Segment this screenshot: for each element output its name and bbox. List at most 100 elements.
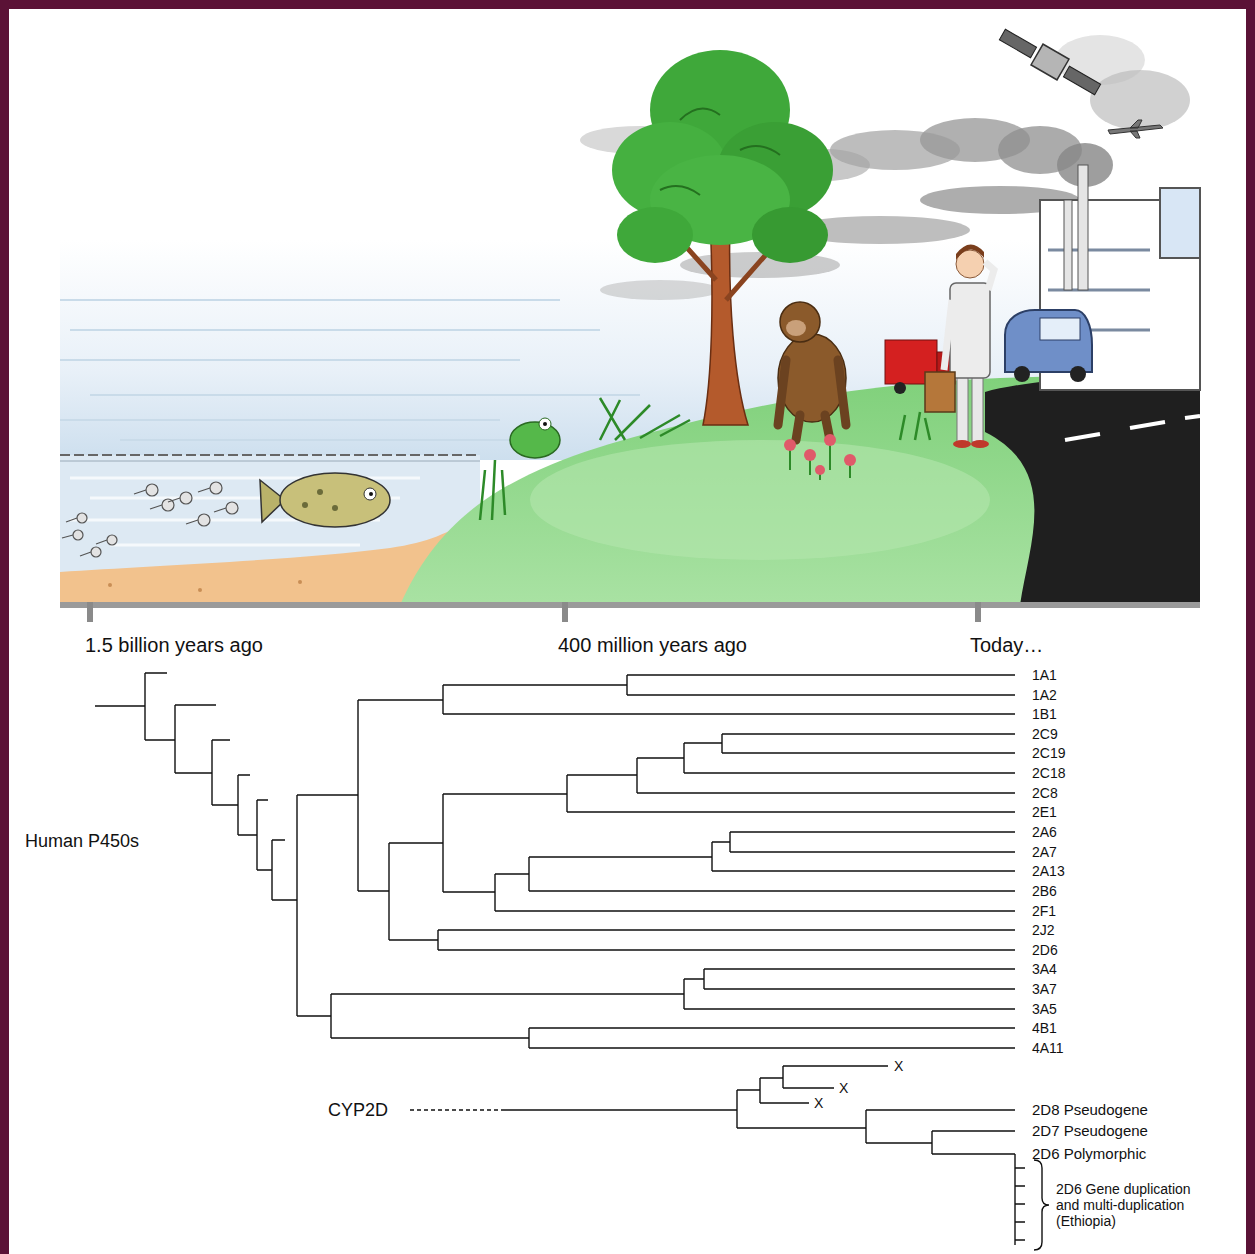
fish-part <box>364 488 376 500</box>
plants-part <box>480 398 930 520</box>
gene-label: 3A4 <box>1032 961 1057 977</box>
plants <box>480 398 930 520</box>
gene-label: 2C19 <box>1032 745 1065 761</box>
tadpoles-part <box>91 547 101 557</box>
gene-label: 1A2 <box>1032 687 1057 703</box>
tree-branches <box>95 673 1015 1048</box>
gene-label: 2B6 <box>1032 883 1057 899</box>
car-part <box>1014 366 1030 382</box>
tadpoles <box>62 482 238 557</box>
gene-label: 4A11 <box>1032 1040 1064 1056</box>
businessman-part <box>953 440 971 448</box>
factory-part <box>1064 200 1072 290</box>
timeline-bar <box>60 602 1200 622</box>
tree-illustration-part <box>703 220 748 425</box>
businessman-part <box>971 440 989 448</box>
extinct-mark: X <box>839 1080 848 1096</box>
businessman-part <box>957 370 968 442</box>
tree-illustration-part <box>680 240 770 300</box>
tree-branches-part <box>684 969 1015 1009</box>
smoke-part <box>600 280 720 300</box>
hill-part <box>530 440 990 560</box>
tree-branches-part <box>443 675 1015 714</box>
tadpoles-part <box>198 514 210 526</box>
car-part <box>1070 366 1086 382</box>
businessman <box>925 244 994 448</box>
frog-part <box>539 418 551 430</box>
flowers-part <box>804 449 816 461</box>
time-label: 400 million years ago <box>558 634 747 657</box>
businessman-part <box>950 283 990 378</box>
gene-label: 2C8 <box>1032 785 1058 801</box>
timeline-bar-part <box>87 602 93 622</box>
tree-illustration-part <box>660 109 780 195</box>
time-label: 1.5 billion years ago <box>85 634 263 657</box>
ape <box>778 302 846 440</box>
cyp2d-branches-part <box>1034 1160 1049 1250</box>
businessman-part <box>972 370 983 442</box>
tadpoles-part <box>180 492 192 504</box>
fish-part <box>369 492 373 496</box>
tadpoles-part <box>226 502 238 514</box>
tadpoles-part <box>210 482 222 494</box>
frog-part <box>543 422 547 426</box>
sky <box>60 20 1200 605</box>
gene-label: 2A6 <box>1032 824 1057 840</box>
timeline-bar-part <box>60 602 1200 608</box>
extinct-mark: X <box>814 1095 823 1111</box>
sand-part <box>198 588 202 592</box>
tadpoles-part <box>146 484 158 496</box>
gene-label: 2J2 <box>1032 922 1055 938</box>
flowers-part <box>790 440 850 480</box>
tree-branches-part <box>95 673 297 900</box>
tree-branches-part <box>297 795 358 1016</box>
flowers-part <box>824 434 836 446</box>
satellite-part <box>1031 44 1069 80</box>
timeline-bar-part <box>562 602 568 622</box>
water-part <box>60 461 480 462</box>
car-part <box>1040 318 1080 340</box>
car-part <box>1005 310 1092 372</box>
cyp2d-branches-part <box>1015 1154 1025 1245</box>
gene-label: 4B1 <box>1032 1020 1057 1036</box>
factory-part <box>1078 165 1088 290</box>
gene-label: 1B1 <box>1032 706 1057 722</box>
flowers <box>784 434 856 480</box>
extinct-mark: X <box>894 1058 903 1074</box>
factory-part <box>1160 188 1200 258</box>
satellite-part <box>1063 66 1100 94</box>
ape-part <box>786 320 806 336</box>
tree-branches-part <box>495 832 1015 911</box>
gene-label: 2D6 Polymorphic <box>1032 1145 1146 1162</box>
timeline-bar-part <box>975 602 981 622</box>
tree-illustration-part <box>752 207 828 263</box>
businessman-part <box>944 300 952 370</box>
gene-label: 3A7 <box>1032 981 1057 997</box>
sky-part <box>60 300 640 440</box>
cyp2d-branches-part <box>410 1109 505 1110</box>
gene-label: 2D6 <box>1032 942 1058 958</box>
frog <box>510 418 560 458</box>
tree-branches-part <box>331 994 1015 1048</box>
fish-part <box>317 489 323 495</box>
tree-branches-part <box>389 843 1015 950</box>
note-label: 2D6 Gene duplication and multi-duplicati… <box>1056 1181 1216 1229</box>
gene-label: 2C18 <box>1032 765 1065 781</box>
sand-part <box>298 580 302 584</box>
fish <box>260 473 390 527</box>
frog-part <box>510 422 560 458</box>
gene-label: 2D8 Pseudogene <box>1032 1101 1148 1118</box>
airplane-part <box>1108 120 1163 138</box>
ape-part <box>780 302 820 342</box>
tadpoles-part <box>62 488 226 556</box>
group-label: CYP2D <box>328 1100 388 1121</box>
gene-label: 2D7 Pseudogene <box>1032 1122 1148 1139</box>
road <box>985 370 1200 605</box>
flowers-part <box>784 439 796 451</box>
group-label: Human P450s <box>25 831 139 852</box>
businessman-part <box>956 244 984 260</box>
flowers-part <box>844 454 856 466</box>
